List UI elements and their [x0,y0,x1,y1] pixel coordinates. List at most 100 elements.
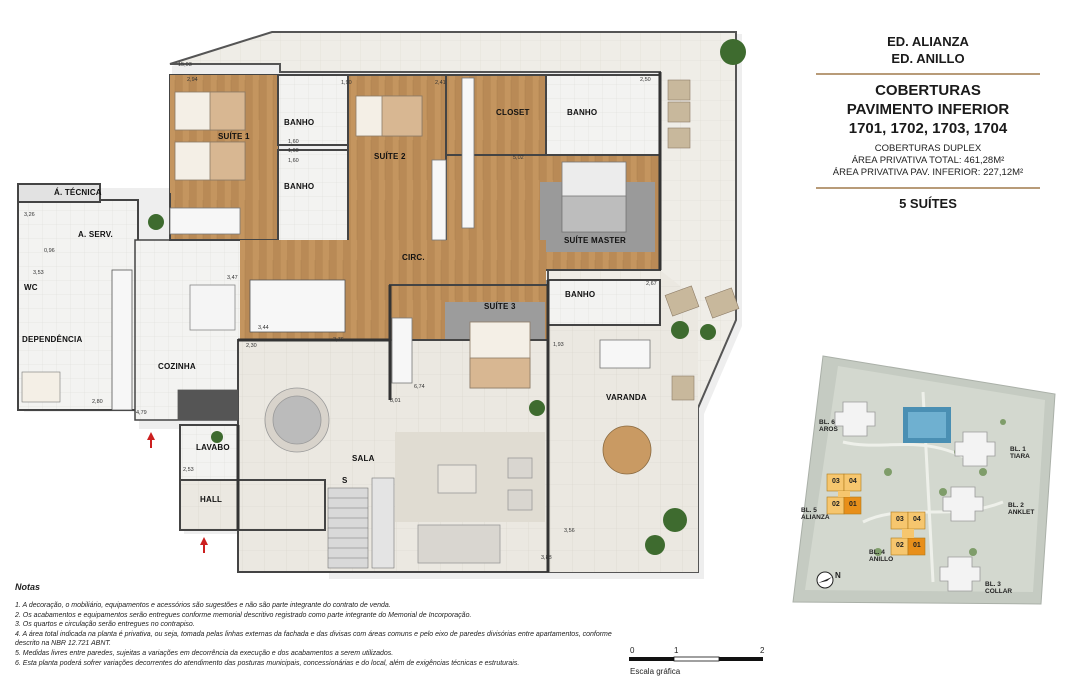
bed-master [561,161,627,233]
building-name-2: ED. ANILLO [891,51,965,66]
divider [816,73,1040,75]
dim-label: 3,76 [333,337,344,343]
bath3-floor [547,279,661,326]
site-map: BL. 6 AROS BL. 1 TIARA BL. 5 ALIANZA BL.… [783,352,1063,607]
block-label-5: BL. 5 ALIANZA [801,507,830,521]
block-label-2: BL. 2 ANKLET [1008,502,1035,516]
note-item: 6. Esta planta poderá sofrer variações d… [15,659,520,667]
building-name-1: ED. ALIANZA [887,34,969,49]
dim-label: 6,74 [414,384,425,390]
bath2-floor [277,149,349,246]
dim-label: 1,60 [288,158,299,164]
dim-label: 1,93 [553,342,564,348]
block-label-6: BL. 6 AROS [819,419,838,433]
dim-label: 2,53 [183,467,194,473]
unit-label: 03 [832,478,840,485]
dim-label: 2,50 [640,77,651,83]
room-label-tecnica: Á. TÉCNICA [54,188,102,197]
dim-label: 1,60 [288,148,299,154]
dim-label: 8,01 [390,398,401,404]
note-item: 2. Os acabamentos e equipamentos serão e… [15,611,472,619]
block-6 [834,401,876,437]
dim-label: 3,44 [258,325,269,331]
room-label-dependencia: DEPENDÊNCIA [22,335,83,344]
block-label-3: BL. 3 COLLAR [985,581,1013,595]
spec-line-3: ÁREA PRIVATIVA PAV. INFERIOR: 227,12M² [832,167,1024,178]
room-label-stair: S [342,476,348,485]
heading-line-3: 1701, 1702, 1703, 1704 [848,120,1008,137]
dim-label: 3,26 [24,212,35,218]
dim-label: 4,79 [136,410,147,416]
suites-count: 5 SUÍTES [899,196,957,211]
hall-floor [179,479,326,531]
dim-label: 1,60 [288,139,299,145]
dim-label: 1,90 [341,80,352,86]
heading-line-1: COBERTURAS [875,82,981,99]
note-item: 1. A decoração, o mobiliário, equipament… [15,602,391,609]
dim-label: 0,96 [44,248,55,254]
block-5-alianza [826,473,862,515]
north-label: N [835,571,841,580]
scale-tick-label: 1 [674,646,679,655]
site-map-drawing [792,355,1056,605]
room-label-aserv: A. SERV. [78,230,113,239]
room-label-banho2: BANHO [284,182,315,191]
scale-bar-graphic [629,656,763,662]
dim-label: 2,30 [246,343,257,349]
entrance-arrows [147,432,208,553]
block-label-4: BL. 4 ANILLO [869,549,894,563]
unit-label: 03 [896,516,904,523]
info-panel: ED. ALIANZA ED. ANILLO COBERTURAS PAVIME… [812,33,1044,212]
unit-label: 04 [849,478,857,485]
block-1 [954,431,996,467]
dim-label: 2,94 [187,77,198,83]
note-item: 5. Medidas livres entre paredes, sujeita… [15,649,394,657]
dim-label: 2,41 [435,80,446,86]
dim-label: 2,80 [92,399,103,405]
divider [816,187,1040,189]
bed-suite2 [355,95,423,137]
heading-line-2: PAVIMENTO INFERIOR [846,101,1010,118]
unit-label: 01 [913,542,921,549]
notes: Notas 1. A decoração, o mobiliário, equi… [15,582,625,668]
dim-label: 2,67 [646,281,657,287]
spec-line-1: COBERTURAS DUPLEX [874,143,982,154]
bed-suite3 [469,321,531,389]
room-label-suite3: SUÍTE 3 [484,302,516,311]
floor-plan-drawing [17,31,746,579]
room-label-suite-master: SUÍTE MASTER [564,236,626,245]
dim-label: 5,02 [513,155,524,161]
spec-line-2: ÁREA PRIVATIVA TOTAL: 461,28M² [851,155,1005,166]
room-label-suite1: SUÍTE 1 [218,132,250,141]
dim-label: 15,03 [178,62,192,68]
dim-label: 3,88 [541,555,552,561]
dim-label: 3,56 [564,528,575,534]
block-3 [939,556,981,592]
unit-label: 04 [913,516,921,523]
block-2 [942,486,984,522]
varanda-floor [548,270,698,572]
block-label-1: BL. 1 TIARA [1010,446,1030,460]
room-label-closet: CLOSET [496,108,530,117]
north-arrow-icon [816,571,834,589]
unit-label: 02 [832,501,840,508]
bath1-floor [277,74,349,146]
tecnica-floor [17,183,101,203]
room-label-banho1: BANHO [284,118,315,127]
lavabo-floor [179,424,239,481]
notes-title: Notas [15,582,41,592]
bed-dependencia [21,371,61,403]
bed-suite1 [174,91,246,181]
room-label-hall: HALL [200,495,223,504]
floor-plan: Á. TÉCNICA SUÍTE 1 BANHO BANHO SUÍTE 2 C… [17,31,746,579]
room-label-banho-master: BANHO [567,108,598,117]
scale-tick-label: 2 [760,646,765,655]
dim-label: 3,53 [33,270,44,276]
dim-label: 3,47 [227,275,238,281]
scale-label: Escala gráfica [630,667,681,676]
room-label-lavabo: LAVABO [196,443,230,452]
sofa [417,524,501,564]
varanda-table [602,425,652,475]
note-item: 3. Os quartos e circulação serão entregu… [15,621,195,629]
dining-table [264,387,330,453]
